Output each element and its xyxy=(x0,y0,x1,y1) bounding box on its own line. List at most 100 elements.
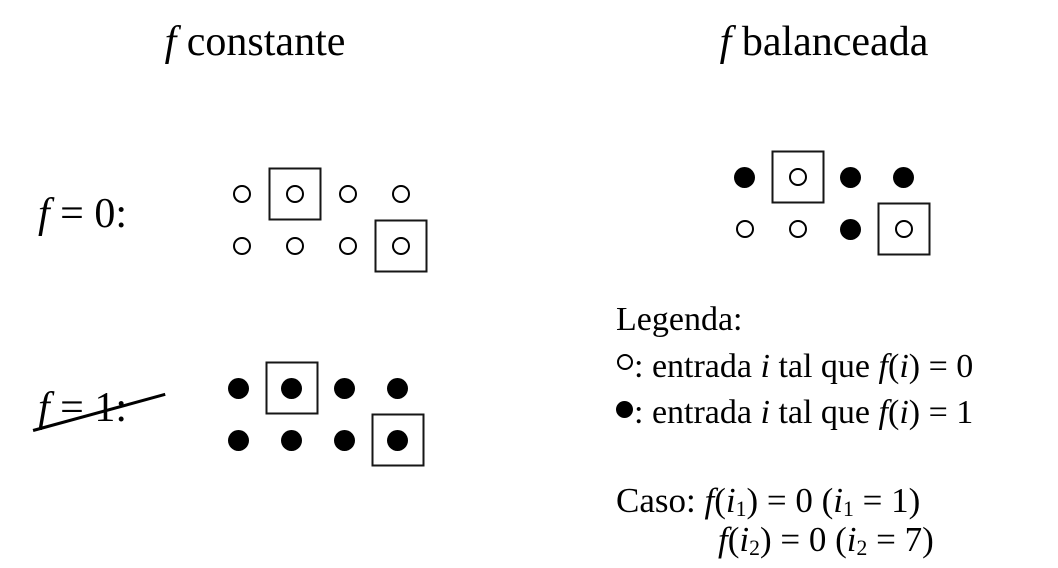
input-cell xyxy=(374,219,427,273)
filled-circle-icon xyxy=(387,377,408,399)
legend-item-open: : entrada i tal que f(i) = 0 xyxy=(617,350,973,384)
filled-circle-icon xyxy=(228,429,249,451)
text-segment: : entrada xyxy=(634,394,761,431)
input-cell xyxy=(771,203,824,255)
text-segment: 1 xyxy=(843,496,854,521)
legend-item-filled: : entrada i tal que f(i) = 1 xyxy=(616,396,973,430)
input-cell xyxy=(374,168,427,220)
text-segment: ) = 0 xyxy=(908,348,974,385)
filled-circle-icon xyxy=(840,218,861,240)
header-f-constante: f constante xyxy=(165,21,346,63)
filled-circle-icon xyxy=(334,377,355,399)
legend-item-filled-text: : entrada i tal que f(i) = 1 xyxy=(634,394,973,431)
open-circle-icon xyxy=(391,237,410,255)
input-cell xyxy=(824,151,877,203)
input-cell xyxy=(268,220,321,272)
grid-constant-f1 xyxy=(212,361,424,467)
math-var: i xyxy=(739,520,750,559)
filled-circle-icon xyxy=(281,377,302,399)
math-var: f xyxy=(878,394,888,431)
filled-circle-icon xyxy=(387,429,408,451)
math-var: i xyxy=(846,520,857,559)
math-var: f xyxy=(718,520,728,559)
input-cell xyxy=(824,203,877,255)
input-cell xyxy=(371,362,424,414)
caso-label: Caso: xyxy=(616,481,705,520)
input-cell xyxy=(318,414,371,466)
math-var: i xyxy=(833,481,843,520)
queried-input-box xyxy=(877,202,930,256)
text-segment: = 0: xyxy=(49,191,128,237)
input-cell xyxy=(877,202,930,256)
legend-title: Legenda: xyxy=(616,301,743,338)
open-circle-icon xyxy=(285,185,304,203)
filled-circle-icon xyxy=(893,166,914,188)
text-segment: ) = 1 xyxy=(908,394,974,431)
filled-circle-icon xyxy=(840,166,861,188)
input-cell xyxy=(215,168,268,220)
math-var: f xyxy=(719,19,732,65)
input-cell xyxy=(215,220,268,272)
open-circle-icon xyxy=(617,354,633,370)
queried-input-box xyxy=(374,219,427,273)
open-circle-icon xyxy=(338,237,357,255)
open-circle-icon xyxy=(338,185,357,203)
input-cell xyxy=(718,203,771,255)
input-cell xyxy=(265,361,318,415)
input-cell xyxy=(877,151,930,203)
open-circle-icon xyxy=(735,220,754,238)
input-cell xyxy=(718,151,771,203)
caso-equation-1: f(i1) = 0 (i1 = 1) xyxy=(704,481,920,520)
text-segment: balanceada xyxy=(731,19,929,65)
text-segment: ( xyxy=(887,348,900,385)
label-f-equals-0: f = 0: xyxy=(38,193,127,235)
filled-circle-icon xyxy=(281,429,302,451)
open-circle-icon xyxy=(894,220,913,238)
math-var: f xyxy=(38,385,50,431)
text-segment: 2 xyxy=(856,535,868,560)
filled-circle-icon xyxy=(616,401,633,418)
caso-line-1: Caso: f(i1) = 0 (i1 = 1) xyxy=(616,483,920,521)
input-cell xyxy=(212,414,265,466)
text-segment: 2 xyxy=(749,535,760,560)
math-var: f xyxy=(164,19,177,65)
input-cell xyxy=(268,167,321,221)
caso-equation-2: f(i2) = 0 (i2 = 7) xyxy=(718,520,934,559)
text-segment: = 1) xyxy=(853,481,921,520)
math-var: i xyxy=(725,481,736,520)
input-cell xyxy=(371,413,424,467)
filled-circle-icon xyxy=(228,377,249,399)
grid-constant-f0 xyxy=(215,167,427,273)
math-var: i xyxy=(899,394,909,431)
text-segment: ) = 0 ( xyxy=(746,481,834,520)
text-segment: ) = 0 ( xyxy=(759,520,847,559)
math-var: f xyxy=(38,191,50,237)
queried-input-box xyxy=(771,150,824,204)
input-cell xyxy=(321,168,374,220)
math-var: i xyxy=(899,348,909,385)
caso-line-2: f(i2) = 0 (i2 = 7) xyxy=(718,522,934,560)
input-cell xyxy=(265,414,318,466)
input-cell xyxy=(318,362,371,414)
input-cell xyxy=(771,150,824,204)
input-cell xyxy=(321,220,374,272)
open-circle-icon xyxy=(232,237,251,255)
header-f-balanceada: f balanceada xyxy=(720,21,929,63)
text-segment: 1 xyxy=(735,496,747,521)
queried-input-box xyxy=(268,167,321,221)
open-circle-icon xyxy=(391,185,410,203)
open-circle-icon xyxy=(285,237,304,255)
text-segment: ( xyxy=(887,394,900,431)
legend-item-open-text: : entrada i tal que f(i) = 0 xyxy=(634,348,973,385)
text-segment: tal que xyxy=(769,394,879,431)
math-var: i xyxy=(760,348,770,385)
text-segment: = 7) xyxy=(867,520,934,559)
math-var: f xyxy=(878,348,888,385)
grid-balanced xyxy=(718,150,930,256)
queried-input-box xyxy=(265,361,318,415)
text-segment: ( xyxy=(714,481,726,520)
open-circle-icon xyxy=(232,185,251,203)
open-circle-icon xyxy=(788,220,807,238)
queried-input-box xyxy=(371,413,424,467)
